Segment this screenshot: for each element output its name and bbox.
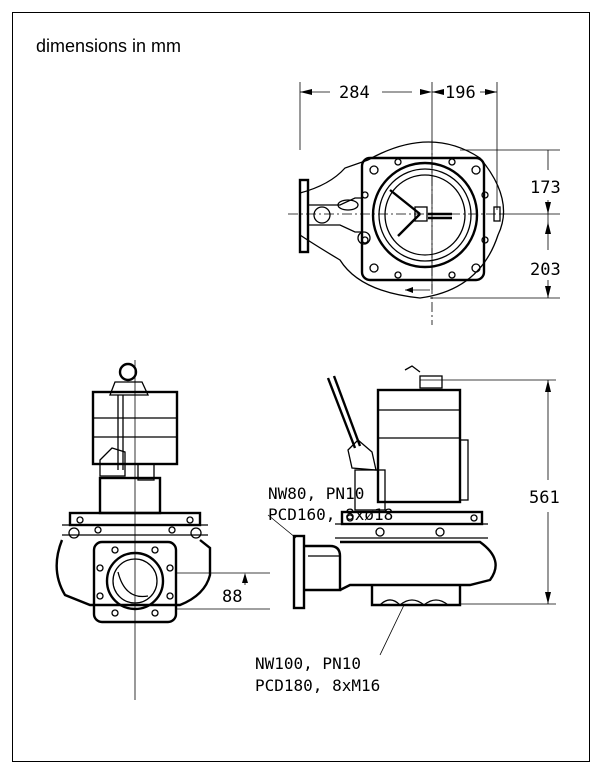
dim-203: 203 <box>530 260 561 280</box>
dim-284: 284 <box>339 83 370 103</box>
inlet-note-line1: NW80, PN10 <box>268 484 364 503</box>
outlet-note-line2: PCD180, 8xM16 <box>255 676 380 695</box>
dim-561: 561 <box>529 488 560 508</box>
front-view: 88 <box>55 360 270 700</box>
dim-88: 88 <box>222 587 242 607</box>
dim-196: 196 <box>445 83 476 103</box>
side-view: 561 <box>292 365 560 656</box>
dimensions-heading: dimensions in mm <box>36 36 182 56</box>
outlet-note-line1: NW100, PN10 <box>255 654 361 673</box>
dim-173: 173 <box>530 178 561 198</box>
inlet-note-line2: PCD160, 8xø18 <box>268 505 393 524</box>
top-view: 284 196 173 203 <box>288 82 561 325</box>
drawing-frame <box>12 12 590 762</box>
